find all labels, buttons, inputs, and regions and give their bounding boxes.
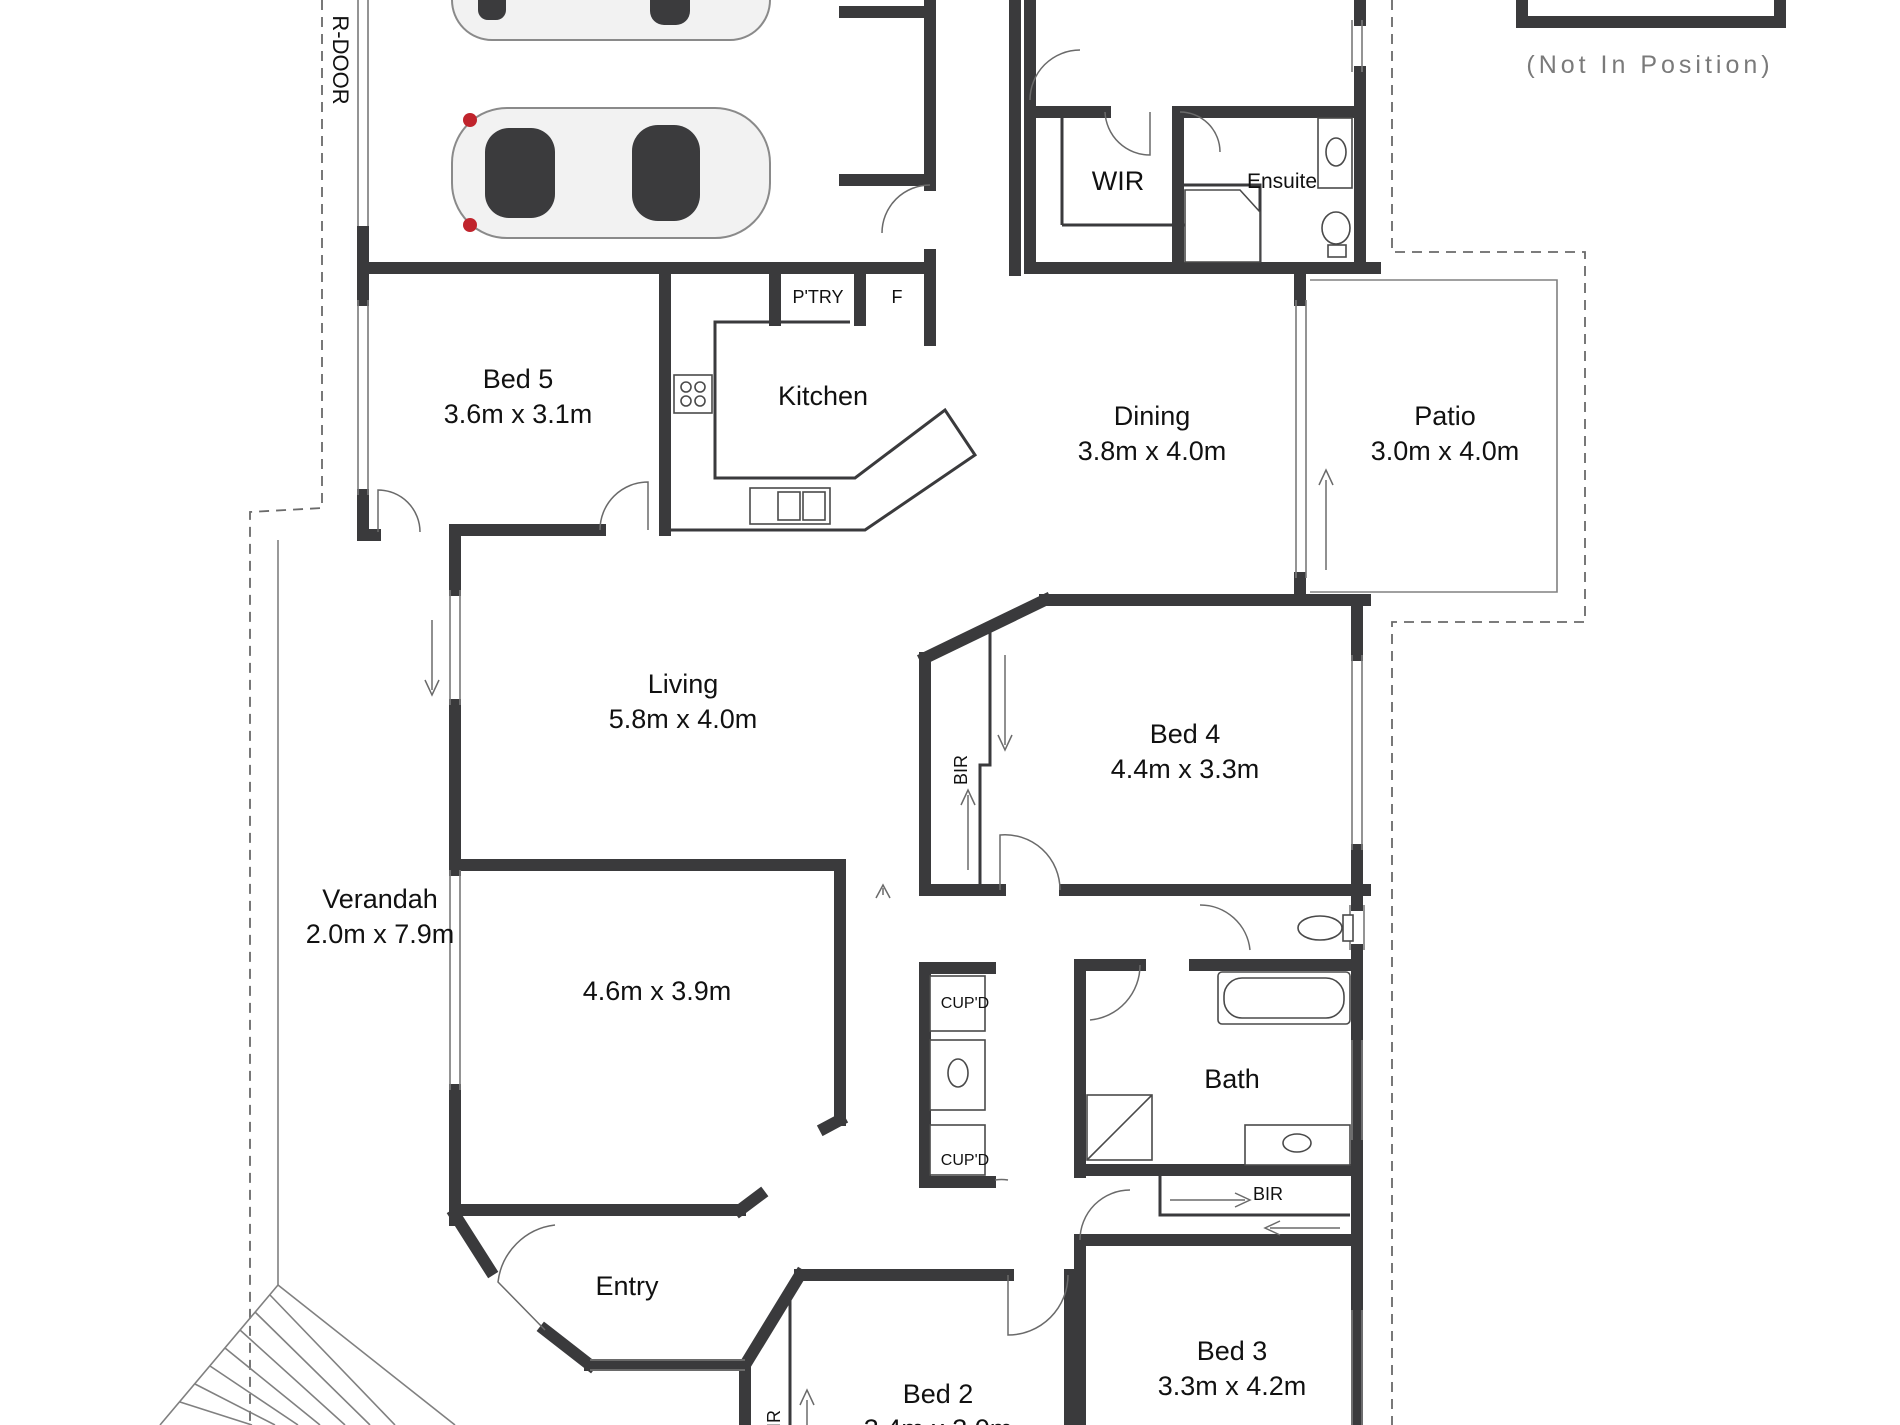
dining-name: Dining xyxy=(1114,401,1191,431)
cupboard-top-label: CUP'D xyxy=(941,995,989,1012)
verandah-name: Verandah xyxy=(322,884,438,914)
bed5-size: 3.6m x 3.1m xyxy=(444,399,593,429)
fixtures xyxy=(673,117,1354,1176)
doors xyxy=(377,49,1340,1425)
verandah-size: 2.0m x 7.9m xyxy=(306,919,455,949)
not-in-position-box xyxy=(1516,0,1786,28)
patio-name: Patio xyxy=(1414,401,1476,431)
pantry-label: P'TRY xyxy=(792,287,843,307)
bed2-size: 3.4m x 3.0m xyxy=(864,1414,1013,1425)
garage-door xyxy=(357,0,369,228)
not-in-position-label: (Not In Position) xyxy=(1526,51,1773,79)
living-size: 5.8m x 4.0m xyxy=(609,704,758,734)
garage-door-label: R-DOOR xyxy=(328,15,353,104)
verandah-area xyxy=(159,540,456,1425)
dining-size: 3.8m x 4.0m xyxy=(1078,436,1227,466)
patio-size: 3.0m x 4.0m xyxy=(1371,436,1520,466)
bed3-bir-label: BIR xyxy=(1253,1184,1283,1204)
bed4-name: Bed 4 xyxy=(1150,719,1221,749)
ensuite-label: Ensuite xyxy=(1247,170,1317,193)
bed4-bir-label: BIR xyxy=(951,755,971,785)
entry-label: Entry xyxy=(595,1271,659,1301)
windows xyxy=(357,20,1365,1425)
bed2-name: Bed 2 xyxy=(903,1379,974,1409)
wir-label: WIR xyxy=(1092,166,1144,196)
labels: R-DOOR (Not In Position) WIR Ensuite P'T… xyxy=(306,15,1773,1425)
living-name: Living xyxy=(648,669,719,699)
master-bedroom-size: 4.6m x 3.9m xyxy=(583,976,732,1006)
walls xyxy=(357,0,1381,1425)
bed3-size: 3.3m x 4.2m xyxy=(1158,1371,1307,1401)
car-top xyxy=(451,0,771,41)
bed4-size: 4.4m x 3.3m xyxy=(1111,754,1260,784)
patio-outline xyxy=(1310,279,1558,593)
fridge-label: F xyxy=(892,287,903,307)
bath-label: Bath xyxy=(1204,1064,1260,1094)
outdoor-outlines xyxy=(249,0,1586,1425)
kitchen-label: Kitchen xyxy=(778,381,868,411)
bed5-name: Bed 5 xyxy=(483,364,554,394)
bed3-name: Bed 3 xyxy=(1197,1336,1268,1366)
cupboard-bottom-label: CUP'D xyxy=(941,1152,989,1169)
car-bottom xyxy=(451,107,771,239)
bed2-bir-label: BIR xyxy=(764,1410,784,1425)
